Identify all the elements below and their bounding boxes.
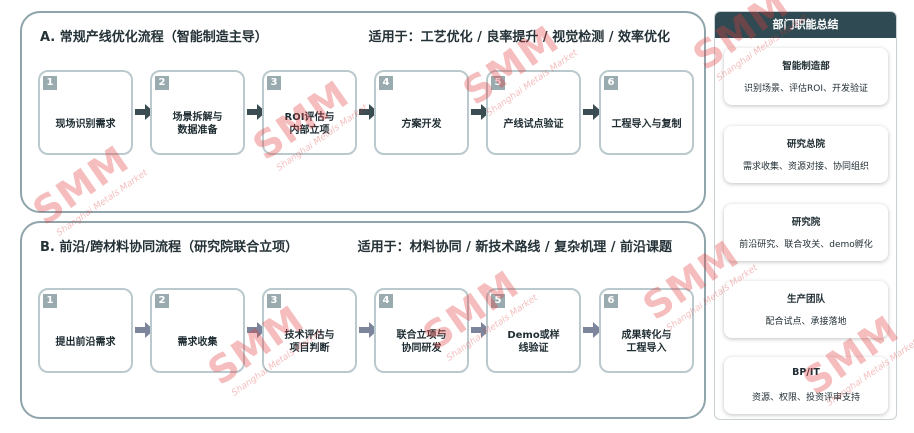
panel-a-title: A. 常规产线优化流程（智能制造主导） — [40, 30, 268, 45]
step-label: 场景拆解与 数据准备 — [172, 112, 223, 136]
panel-frontier-process: B. 前沿/跨材料协同流程（研究院联合立项） 适用于：材料协同 / 新技术路线 … — [20, 221, 706, 419]
step-number-badge: 3 — [267, 76, 281, 90]
role-card-research-headquarters: 研究总院 需求收集、资源对接、协同组织 — [724, 126, 888, 183]
process-b-step-5: 5 Demo或样 线验证 — [486, 288, 581, 373]
step-number-badge: 6 — [604, 76, 618, 90]
step-number-badge: 4 — [379, 294, 393, 308]
role-description: 识别场景、评估ROI、开发验证 — [744, 84, 868, 94]
sidebar-title: 部门职能总结 — [715, 12, 896, 38]
step-label: 联合立项与 协同研发 — [396, 330, 447, 354]
panel-b-scope: 适用于：材料协同 / 新技术路线 / 复杂机理 / 前沿课题 — [357, 240, 672, 255]
role-name: 智能制造部 — [782, 61, 830, 72]
step-number-badge: 1 — [43, 294, 57, 308]
process-a-step-5: 5 产线试点验证 — [486, 70, 581, 155]
step-label: 成果转化与 工程导入 — [621, 330, 672, 354]
process-b-step-2: 2 需求收集 — [150, 288, 245, 373]
process-b-step-1: 1 提出前沿需求 — [38, 288, 133, 373]
step-number-badge: 6 — [604, 294, 618, 308]
panel-b-title: B. 前沿/跨材料协同流程（研究院联合立项） — [40, 240, 299, 255]
step-number-badge: 5 — [491, 294, 505, 308]
step-label: 技术评估与 项目判断 — [284, 330, 335, 354]
role-description: 资源、权限、投资评审支持 — [751, 393, 860, 403]
role-card-intelligent-manufacturing: 智能制造部 识别场景、评估ROI、开发验证 — [724, 48, 888, 105]
role-name: 生产团队 — [786, 294, 825, 305]
step-label: ROI评估与 内部立项 — [284, 112, 335, 136]
role-description: 前沿研究、联合攻关、demo孵化 — [739, 240, 873, 250]
process-a-step-1: 1 现场识别需求 — [38, 70, 133, 155]
step-number-badge: 4 — [379, 76, 393, 90]
process-a-step-2: 2 场景拆解与 数据准备 — [150, 70, 245, 155]
role-name: BP/IT — [792, 367, 820, 378]
process-b-step-3: 3 技术评估与 项目判断 — [262, 288, 357, 373]
step-label: 方案开发 — [401, 118, 442, 130]
step-number-badge: 2 — [155, 294, 169, 308]
process-a-step-6: 6 工程导入与复制 — [599, 70, 694, 155]
step-label: 提出前沿需求 — [55, 336, 116, 348]
role-card-research-institute: 研究院 前沿研究、联合攻关、demo孵化 — [724, 204, 888, 261]
panel-a-scope: 适用于：工艺优化 / 良率提升 / 视觉检测 / 效率优化 — [368, 30, 670, 45]
step-number-badge: 5 — [491, 76, 505, 90]
step-number-badge: 3 — [267, 294, 281, 308]
step-number-badge: 2 — [155, 76, 169, 90]
role-description: 配合试点、承接落地 — [765, 317, 847, 327]
role-card-production-team: 生产团队 配合试点、承接落地 — [724, 281, 888, 338]
department-summary-sidebar: 部门职能总结 智能制造部 识别场景、评估ROI、开发验证 研究总院 需求收集、资… — [714, 11, 897, 420]
process-b-step-6: 6 成果转化与 工程导入 — [599, 288, 694, 373]
role-description: 需求收集、资源对接、协同组织 — [742, 162, 869, 172]
panel-regular-process: A. 常规产线优化流程（智能制造主导） 适用于：工艺优化 / 良率提升 / 视觉… — [20, 11, 706, 213]
role-card-bp-it: BP/IT 资源、权限、投资评审支持 — [724, 357, 888, 414]
step-label: Demo或样 线验证 — [507, 330, 560, 354]
step-label: 现场识别需求 — [55, 118, 116, 130]
role-name: 研究总院 — [786, 139, 825, 150]
process-b-step-4: 4 联合立项与 协同研发 — [374, 288, 469, 373]
process-a-step-4: 4 方案开发 — [374, 70, 469, 155]
step-label: 工程导入与复制 — [611, 118, 682, 130]
step-number-badge: 1 — [43, 76, 57, 90]
step-label: 需求收集 — [177, 336, 218, 348]
process-a-step-3: 3 ROI评估与 内部立项 — [262, 70, 357, 155]
role-name: 研究院 — [791, 217, 821, 228]
step-label: 产线试点验证 — [503, 118, 564, 130]
